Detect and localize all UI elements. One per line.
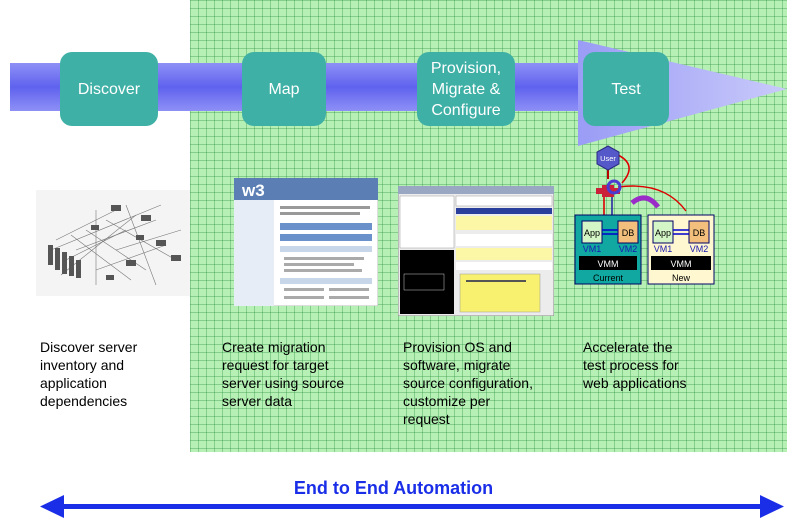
dependency-graph-image <box>36 190 190 296</box>
router-icon <box>596 179 622 197</box>
svg-text:DB: DB <box>622 228 635 238</box>
svg-text:VM1: VM1 <box>583 244 602 254</box>
svg-text:Current: Current <box>593 273 624 283</box>
user-node <box>596 145 620 171</box>
svg-text:VM2: VM2 <box>690 244 709 254</box>
svg-text:VMM: VMM <box>671 259 692 269</box>
stage-test: Test <box>583 52 669 126</box>
svg-text:VM1: VM1 <box>654 244 673 254</box>
stage-map: Map <box>242 52 326 126</box>
svg-text:User: User <box>600 154 616 163</box>
w3-logo: w3 <box>241 181 265 200</box>
provisioning-tool-screenshot <box>398 186 554 316</box>
current-host: App DB VM1 VM2 VMM Current <box>574 214 642 285</box>
map-description: Create migration request for target serv… <box>222 339 345 409</box>
discover-description: Discover server inventory and applicatio… <box>40 339 138 409</box>
svg-text:DB: DB <box>693 228 706 238</box>
svg-text:App: App <box>655 228 671 238</box>
test-description: Accelerate the test process for web appl… <box>583 339 687 391</box>
stage-discover: Discover <box>60 52 158 126</box>
provision-description: Provision OS and software, migrate sourc… <box>403 339 533 427</box>
svg-text:App: App <box>584 228 600 238</box>
double-headed-arrow <box>40 495 784 518</box>
stage-provision: Provision, Migrate & Configure <box>417 52 515 126</box>
new-host: App DB VM1 VM2 VMM New <box>647 214 715 285</box>
svg-text:VM2: VM2 <box>619 244 638 254</box>
svg-text:VMM: VMM <box>598 259 619 269</box>
migration-request-screenshot: w3 <box>234 178 378 306</box>
end-to-end-title: End to End Automation <box>293 478 494 498</box>
test-environment-diagram: User App DB VM1 VM2 VMM Current App DB V… <box>574 145 715 285</box>
svg-text:New: New <box>672 273 691 283</box>
